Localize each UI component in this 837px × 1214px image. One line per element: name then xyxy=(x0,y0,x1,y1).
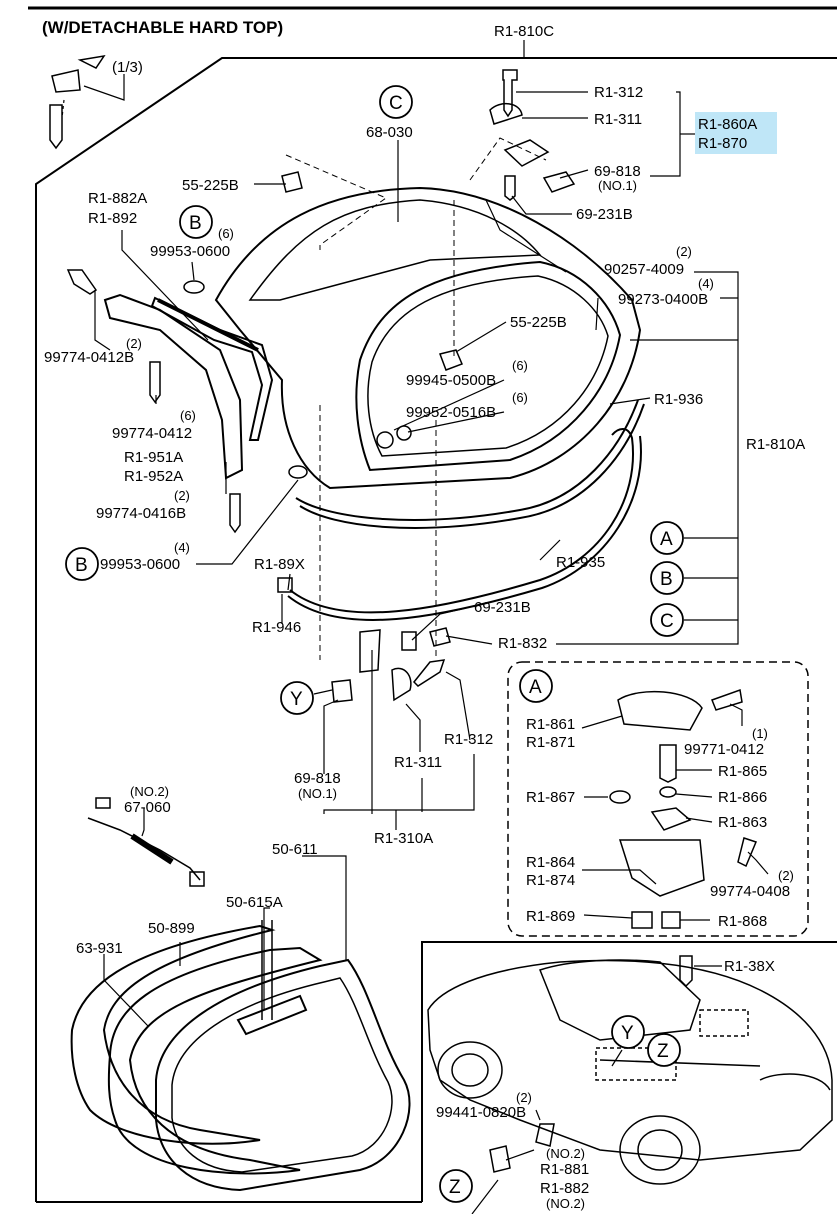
label-qty4-a: (4) xyxy=(698,276,714,291)
label-r1-310a: R1-310A xyxy=(374,830,433,847)
label-r1-936: R1-936 xyxy=(654,391,703,408)
callout-y-car: Y xyxy=(621,1023,634,1044)
label-67-060: 67-060 xyxy=(124,799,171,816)
label-r1-868: R1-868 xyxy=(718,913,767,930)
label-r1-869: R1-869 xyxy=(526,908,575,925)
label-99441-0820b: 99441-0820B xyxy=(436,1104,526,1121)
label-99774-0416b: 99774-0416B xyxy=(96,505,186,522)
label-r1-892: R1-892 xyxy=(88,210,137,227)
callout-c-top: C xyxy=(389,93,403,114)
car-silhouette xyxy=(427,959,833,1185)
label-no2-b: (NO.2) xyxy=(546,1146,585,1161)
weatherstrip-r1-936 xyxy=(295,399,645,529)
label-qty2-d: (2) xyxy=(778,868,794,883)
hard-top-dashed-guides xyxy=(285,137,547,660)
fastener-ratio: (1/3) xyxy=(112,59,143,76)
label-r1-881: R1-881 xyxy=(540,1161,589,1178)
callout-y-mid: Y xyxy=(290,689,303,710)
callout-b-left: B xyxy=(189,213,202,234)
label-99953-0600-b: 99953-0600 xyxy=(100,556,180,573)
label-55-225b-top: 55-225B xyxy=(182,177,239,194)
label-99945-0500b: 99945-0500B xyxy=(406,372,496,389)
callout-b-bottom: B xyxy=(75,555,88,576)
label-qty2-a: (2) xyxy=(676,244,692,259)
label-r1-952a: R1-952A xyxy=(124,468,183,485)
label-69-818-mid: 69-818 xyxy=(294,770,341,787)
label-r1-38x: R1-38X xyxy=(724,958,775,975)
label-r1-874: R1-874 xyxy=(526,872,575,889)
side-molding xyxy=(103,293,274,480)
label-99771-0412: 99771-0412 xyxy=(684,741,764,758)
label-qty2-b: (2) xyxy=(126,336,142,351)
label-no2-cable: (NO.2) xyxy=(130,784,169,799)
label-99273-0400b: 99273-0400B xyxy=(618,291,708,308)
label-r1-810c: R1-810C xyxy=(494,23,554,40)
label-r1-810a: R1-810A xyxy=(746,436,805,453)
label-r1-312-top: R1-312 xyxy=(594,84,643,101)
label-68-030: 68-030 xyxy=(366,124,413,141)
label-69-231b-mid: 69-231B xyxy=(474,599,531,616)
label-r1-89x: R1-89X xyxy=(254,556,305,573)
label-50-611: 50-611 xyxy=(272,841,318,858)
label-r1-871: R1-871 xyxy=(526,734,575,751)
label-qty2-c: (2) xyxy=(174,488,190,503)
label-69-231b-top: 69-231B xyxy=(576,206,633,223)
callout-b-right: B xyxy=(660,569,673,590)
callout-z-bottom: Z xyxy=(449,1177,461,1198)
label-r1-935: R1-935 xyxy=(556,554,605,571)
label-r1-832: R1-832 xyxy=(498,635,547,652)
label-99953-0600-a: 99953-0600 xyxy=(150,243,230,260)
label-qty6-b: (6) xyxy=(512,358,528,373)
callout-z-car: Z xyxy=(657,1041,669,1062)
label-63-931: 63-931 xyxy=(76,940,123,957)
label-r1-867: R1-867 xyxy=(526,789,575,806)
label-r1-312-mid: R1-312 xyxy=(444,731,493,748)
label-r1-946: R1-946 xyxy=(252,619,301,636)
label-r1-882: R1-882 xyxy=(540,1180,589,1197)
weatherstrip-r1-935 xyxy=(287,428,642,621)
label-r1-861: R1-861 xyxy=(526,716,575,733)
label-qty1: (1) xyxy=(752,726,768,741)
label-no2-c: (NO.2) xyxy=(546,1196,585,1211)
label-99774-0412b: 99774-0412B xyxy=(44,349,134,366)
label-qty6-d: (6) xyxy=(180,408,196,423)
label-r1-866: R1-866 xyxy=(718,789,767,806)
label-69-818-top: 69-818 xyxy=(594,163,641,180)
label-55-225b-mid: 55-225B xyxy=(510,314,567,331)
label-r1-864: R1-864 xyxy=(526,854,575,871)
label-qty6-a: (6) xyxy=(218,226,234,241)
leader-lines xyxy=(61,40,769,1214)
label-50-899: 50-899 xyxy=(148,920,195,937)
label-r1-860a: R1-860A xyxy=(698,116,757,133)
callout-a-inset: A xyxy=(529,677,542,698)
label-99952-0516b: 99952-0516B xyxy=(406,404,496,421)
label-no1-top: (NO.1) xyxy=(598,178,637,193)
callout-a-right: A xyxy=(660,529,673,550)
diagram-title: (W/DETACHABLE HARD TOP) xyxy=(42,18,283,37)
detail-a-box xyxy=(507,661,809,937)
label-50-615a: 50-615A xyxy=(226,894,283,911)
label-qty6-c: (6) xyxy=(512,390,528,405)
label-r1-865: R1-865 xyxy=(718,763,767,780)
highlight-box xyxy=(695,112,777,154)
label-99774-0412: 99774-0412 xyxy=(112,425,192,442)
label-no1-mid: (NO.1) xyxy=(298,786,337,801)
label-r1-870: R1-870 xyxy=(698,135,747,152)
label-90257-4009: 90257-4009 xyxy=(604,261,684,278)
callout-circles xyxy=(65,85,684,1203)
label-r1-951a: R1-951A xyxy=(124,449,183,466)
label-r1-882a: R1-882A xyxy=(88,190,147,207)
rear-window-assembly xyxy=(70,920,411,1192)
label-r1-863: R1-863 xyxy=(718,814,767,831)
screw-icons xyxy=(49,54,758,1173)
label-r1-311-top: R1-311 xyxy=(594,111,642,128)
label-99774-0408: 99774-0408 xyxy=(710,883,790,900)
callout-c-right: C xyxy=(660,611,674,632)
label-r1-311-mid: R1-311 xyxy=(394,754,442,771)
wiring-harness xyxy=(87,797,205,887)
label-qty2-e: (2) xyxy=(516,1090,532,1105)
hard-top-shell xyxy=(214,186,642,490)
label-qty4-b: (4) xyxy=(174,540,190,555)
